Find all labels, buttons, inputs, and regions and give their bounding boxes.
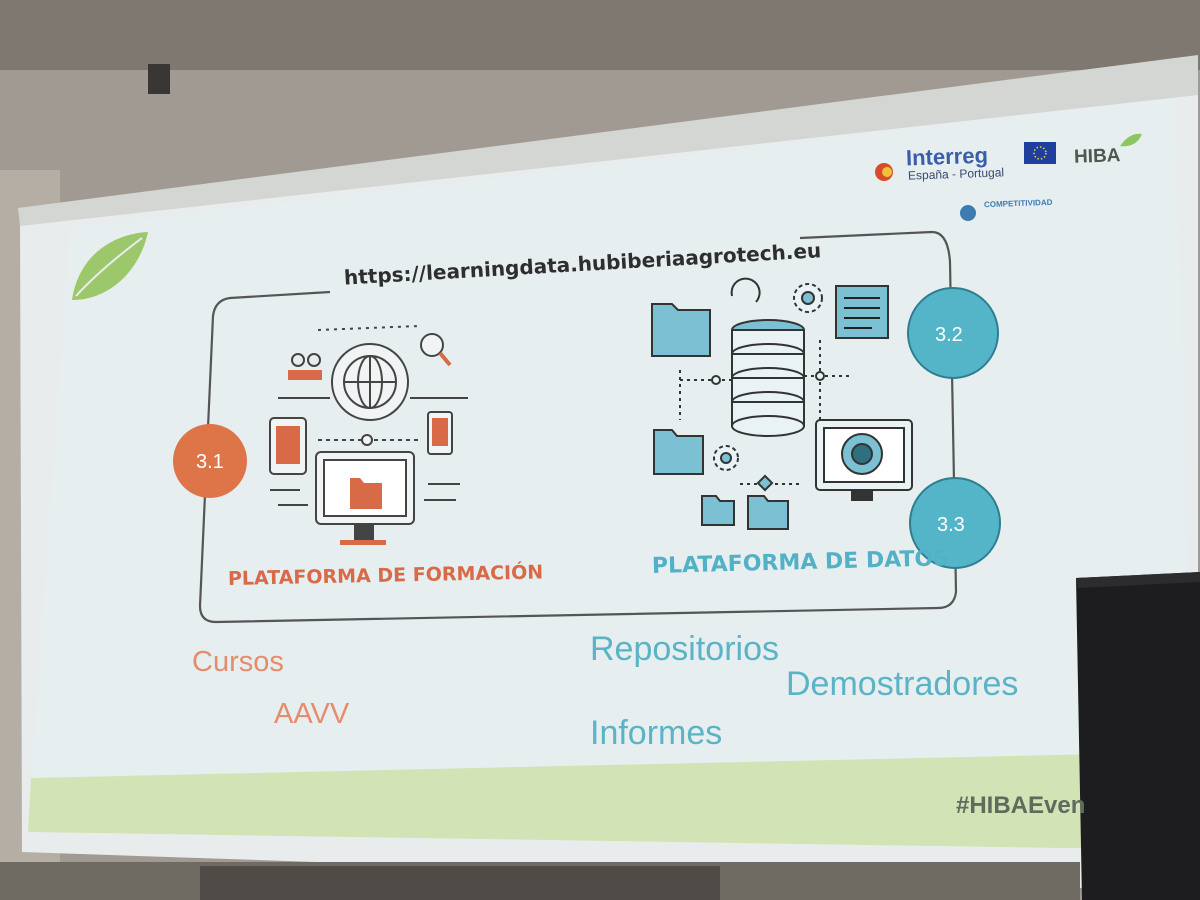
speaker-cabinet <box>1076 572 1200 900</box>
security-camera <box>148 64 170 94</box>
illustration-frame <box>198 230 958 624</box>
training-platform-illustration <box>269 325 468 545</box>
hiba-leaf-icon <box>1120 133 1142 147</box>
badge-3-2 <box>907 287 999 379</box>
badge-3-3 <box>909 477 1001 569</box>
slide-footer-band <box>28 752 1193 850</box>
ceiling-beam <box>0 0 1200 70</box>
projector-screen-top <box>18 55 1198 226</box>
eu-flag-icon <box>1024 142 1056 164</box>
badge-3-1 <box>173 424 247 498</box>
slide-surface <box>28 98 1193 830</box>
competitividad-icon <box>960 205 976 221</box>
data-platform-illustration <box>651 277 913 530</box>
